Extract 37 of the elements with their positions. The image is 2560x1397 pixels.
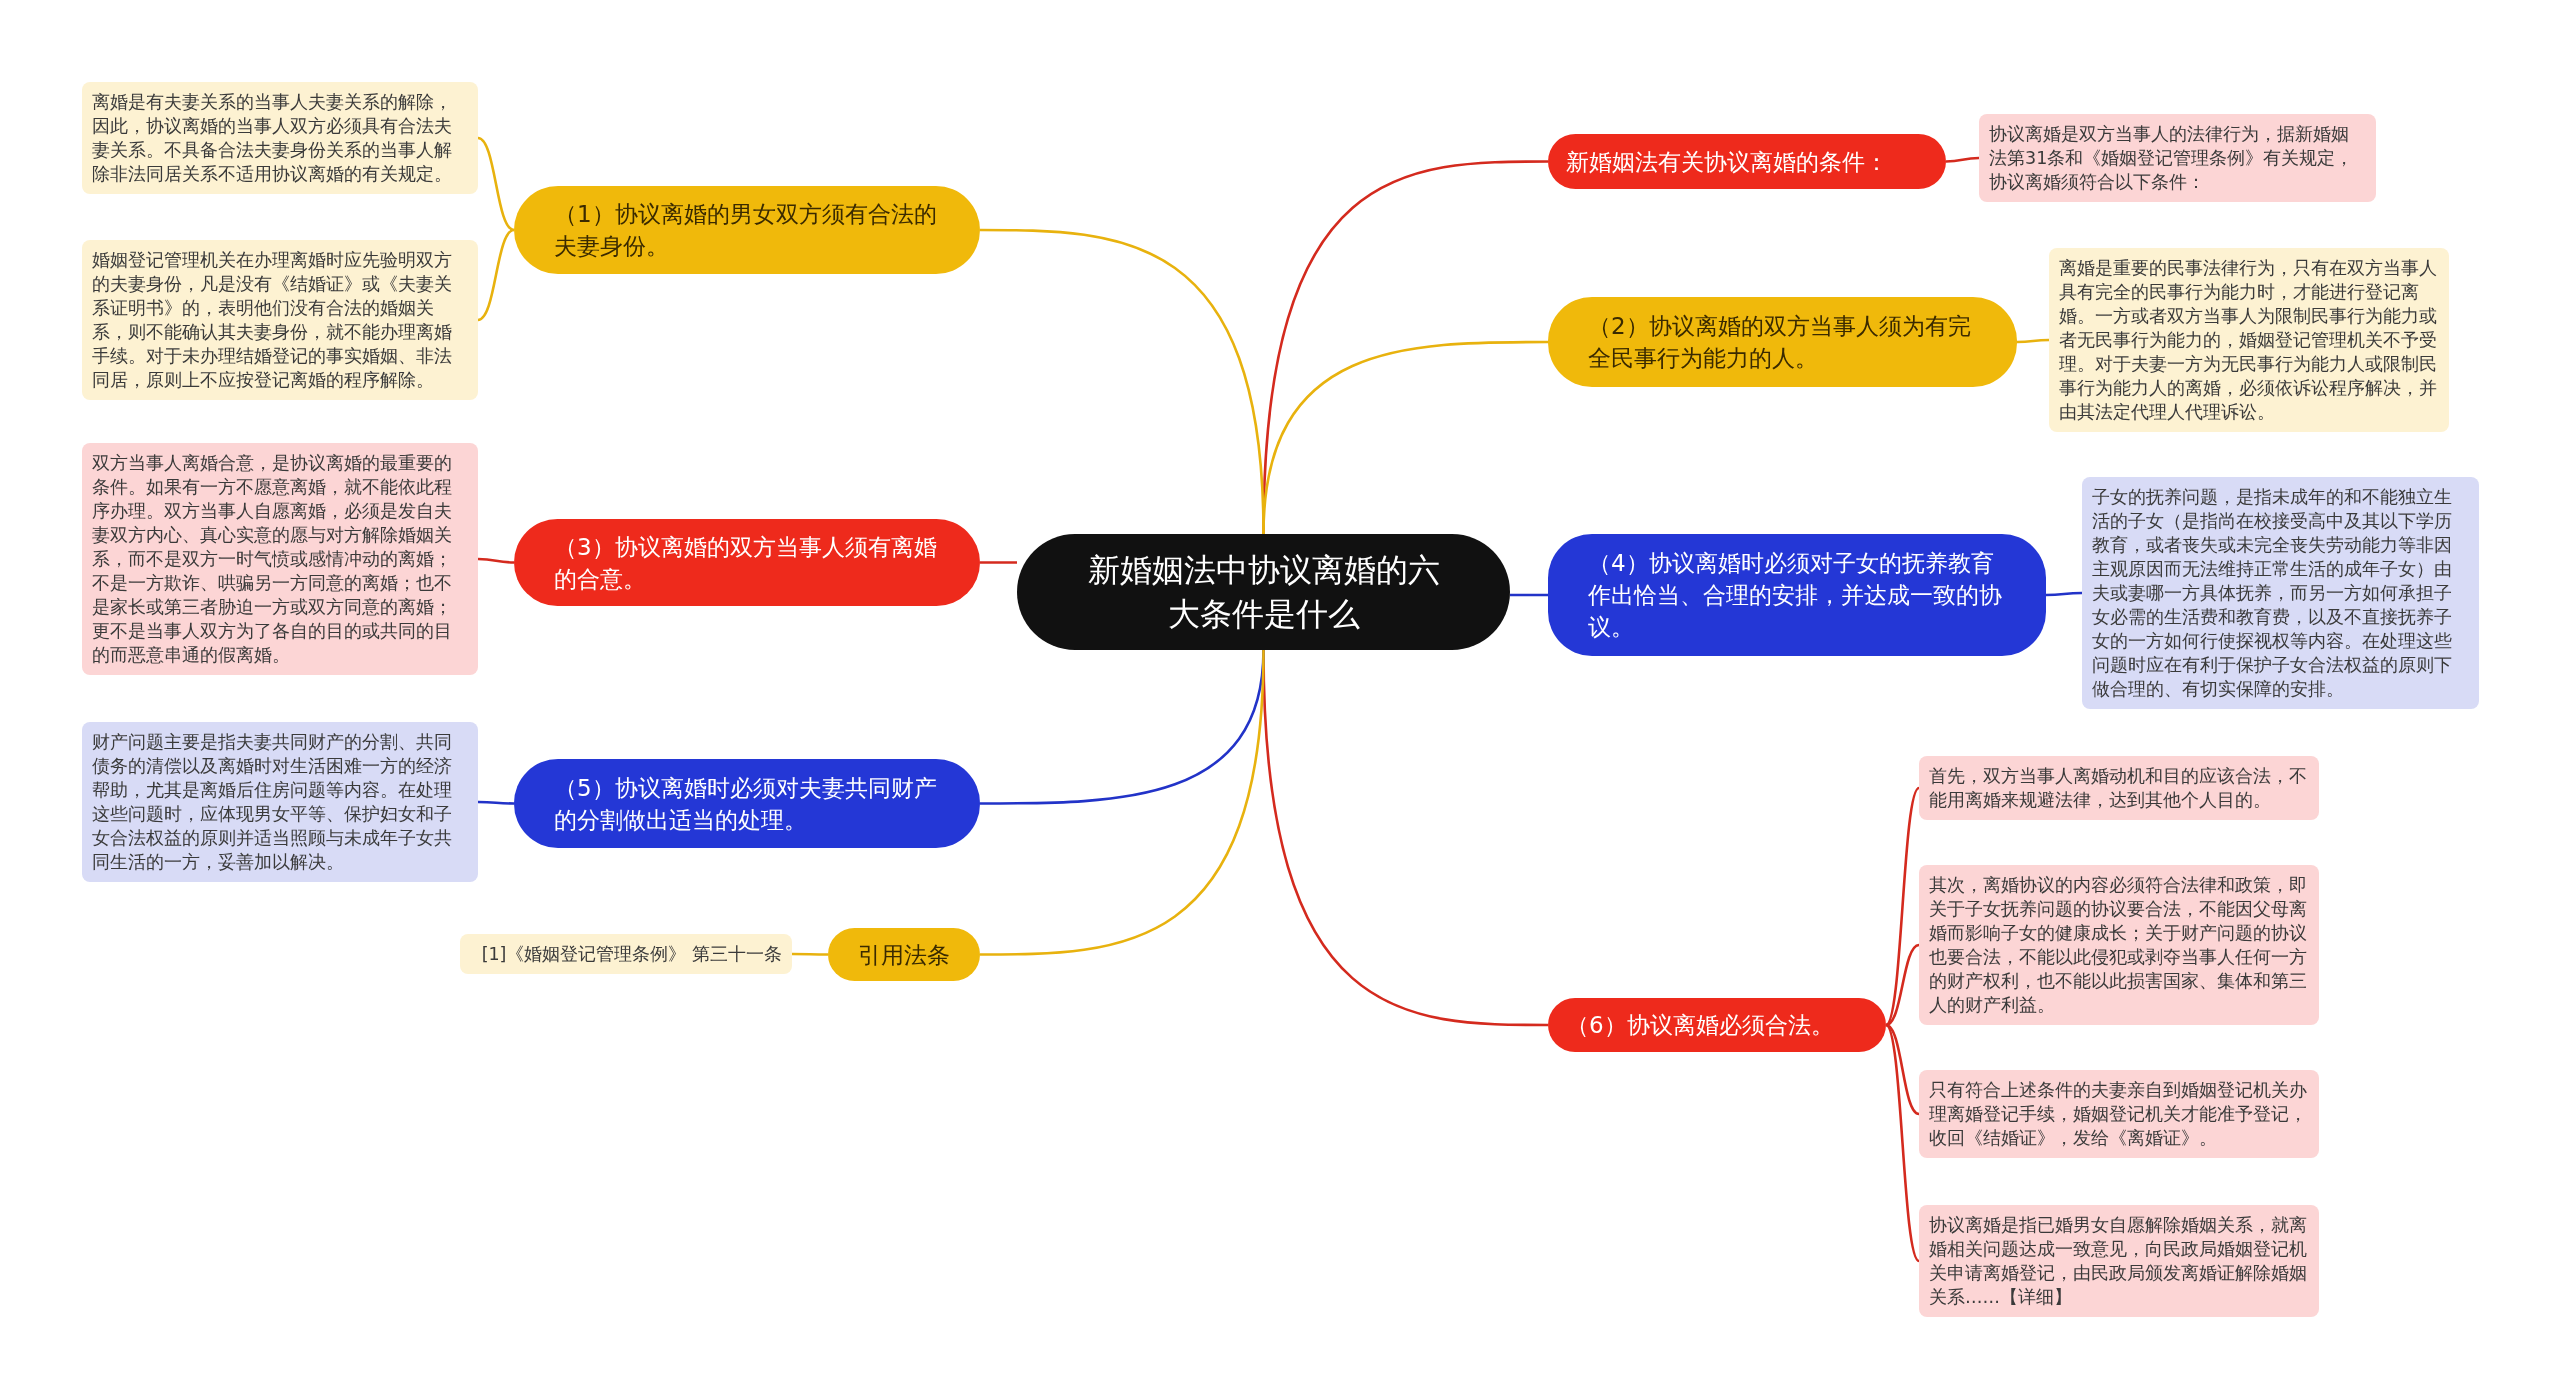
note-card: 离婚是重要的民事法律行为，只有在双方当事人具有完全的民事行为能力时，才能进行登记离婚。一方或者双方当事人为限制民事行为能力或者无民事行为能力的，婚姻登记管理机关不予受理。对于夫妻一方为无民事行为能力人或限制民事行为能力人的离婚，必须依诉讼程序解决，并由其法定代理人代理诉讼。 xyxy=(2049,248,2449,432)
note-card: 协议离婚是双方当事人的法律行为，据新婚姻法第31条和《婚姻登记管理条例》有关规定，协议离婚须符合以下条件： xyxy=(1979,114,2376,202)
topic-pill: 引用法条 xyxy=(828,928,980,981)
note-card: 只有符合上述条件的夫妻亲自到婚姻登记机关办理离婚登记手续，婚姻登记机关才能准予登记，收回《结婚证》，发给《离婚证》。 xyxy=(1919,1070,2319,1158)
topic-pill: （4）协议离婚时必须对子女的抚养教育作出恰当、合理的安排，并达成一致的协议。 xyxy=(1548,534,2046,656)
connector-line xyxy=(1945,156,1980,163)
connector-line xyxy=(1885,1023,1920,1116)
connector-line xyxy=(477,136,515,232)
note-card: 协议离婚是指已婚男女自愿解除婚姻关系，就离婚相关问题达成一致意见，向民政局婚姻登记机关申请离婚登记，由民政局颁发离婚证解除婚姻关系……【详细】 xyxy=(1919,1205,2319,1317)
connector-line xyxy=(980,649,1265,956)
topic-pill: （3）协议离婚的双方当事人须有离婚的合意。 xyxy=(514,519,980,606)
note-card: 双方当事人离婚合意，是协议离婚的最重要的条件。如果有一方不愿意离婚，就不能依此程序办理。双方当事人自愿离婚，必须是发自夫妻双方内心、真心实意的愿与对方解除婚姻关系，而不是双方一时气愤或感情冲动的离婚；不是一方欺诈、哄骗另一方同意的离婚；也不是家长或第三者胁迫一方或双方同意的离婚；更不是当事人双方为了各自的目的或共同的目的而恶意串通的假离婚。 xyxy=(82,443,478,675)
central-topic: 新婚姻法中协议离婚的六大条件是什么 xyxy=(1017,534,1510,650)
note-card: 子女的抚养问题，是指未成年的和不能独立生活的子女（是指尚在校接受高中及其以下学历教育，或者丧失或未完全丧失劳动能力等非因主观原因而无法维持正常生活的成年子女）由夫或妻哪一方具体抚养，而另一方如何承担子女必需的生活费和教育费，以及不直接抚养子女的一方如何行使探视权等内容。在处理这些问题时应在有利于保护子女合法权益的原则下做合理的、有切实保障的安排。 xyxy=(2082,477,2479,709)
connector-line xyxy=(477,228,515,322)
note-card: 首先，双方当事人离婚动机和目的应该合法，不能用离婚来规避法律，达到其他个人目的。 xyxy=(1919,756,2319,820)
connector-line xyxy=(477,557,515,564)
connector-line xyxy=(2017,338,2049,344)
note-card: 婚姻登记管理机关在办理离婚时应先验明双方的夫妻身份，凡是没有《结婚证》或《夫妻关系证明书》的，表明他们没有合法的婚姻关系，则不能确认其夫妻身份，就不能办理离婚手续。对于未办理结婚登记的事实婚姻、非法同居，原则上不应按登记离婚的程序解除。 xyxy=(82,240,478,400)
note-card: [1]《婚姻登记管理条例》 第三十一条 xyxy=(460,934,792,974)
connector-line xyxy=(792,952,828,956)
topic-pill: （6）协议离婚必须合法。 xyxy=(1548,998,1886,1052)
note-card: 财产问题主要是指夫妻共同财产的分割、共同债务的清偿以及离婚时对生活困难一方的经济帮助，尤其是离婚后住房问题等内容。在处理这些问题时，应体现男女平等、保护妇女和子女合法权益的原则并适当照顾与未成年子女共同生活的一方，妥善加以解决。 xyxy=(82,722,478,882)
topic-pill: （1）协议离婚的男女双方须有合法的夫妻身份。 xyxy=(514,186,980,274)
topic-pill: 新婚姻法有关协议离婚的条件： xyxy=(1548,134,1946,189)
topic-pill: （5）协议离婚时必须对夫妻共同财产的分割做出适当的处理。 xyxy=(514,759,980,848)
connector-line xyxy=(1885,1024,1920,1262)
connector-line xyxy=(1885,787,1920,1026)
connector-line xyxy=(478,800,514,805)
connector-line xyxy=(1885,943,1920,1027)
connector-line xyxy=(1510,593,1548,597)
connector-line xyxy=(980,561,1017,564)
note-card: 离婚是有夫妻关系的当事人夫妻关系的解除，因此，协议离婚的当事人双方必须具有合法夫妻关系。不具备合法夫妻身份关系的当事人解除非法同居关系不适用协议离婚的有关规定。 xyxy=(82,82,478,194)
note-card: 其次，离婚协议的内容必须符合法律和政策，即关于子女抚养问题的协议要合法，不能因父母离婚而影响子女的健康成长；关于财产问题的协议也要合法，不能以此侵犯或剥夺当事人任何一方的财产权利，也不能以此损害国家、集体和第三人的财产利益。 xyxy=(1919,865,2319,1025)
topic-pill: （2）协议离婚的双方当事人须为有完全民事行为能力的人。 xyxy=(1548,297,2017,387)
connector-line xyxy=(2046,591,2082,597)
connector-line xyxy=(980,228,1265,535)
